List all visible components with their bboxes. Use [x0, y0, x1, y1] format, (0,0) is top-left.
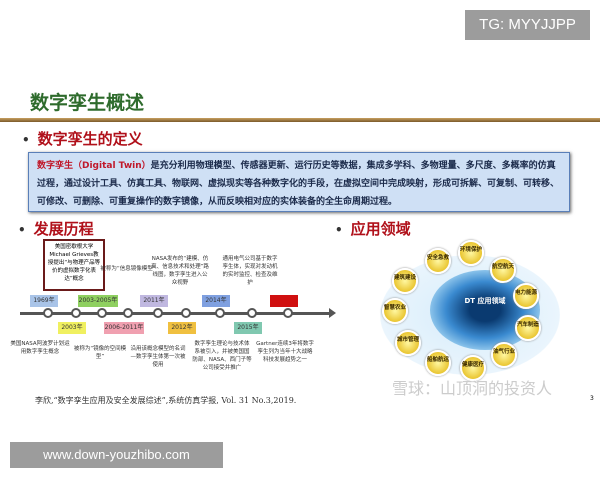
- timeline-node: [181, 308, 191, 318]
- page-number: 3: [590, 395, 594, 402]
- timeline-note: 被称为“镜像的空间模型”: [73, 346, 127, 360]
- definition-box: 数字孪生（Digital Twin）是充分利用物理模型、传感器更新、运行历史等数…: [28, 152, 570, 212]
- application-domain: 智慧农业: [382, 298, 408, 324]
- timeline-year: 2003-2005年: [78, 295, 118, 307]
- application-domain: 油气行业: [491, 342, 517, 368]
- application-domain: 城市管理: [395, 330, 421, 356]
- timeline-note: 数字孪生理论与技术体系被引入，并被美国国防部、NASA、西门子等公司接受并推广: [192, 341, 252, 371]
- timeline-note: 沿用该概念模型的名词—数字孪生体第一次被使用: [130, 346, 186, 368]
- timeline-year: 1969年: [30, 295, 58, 307]
- definition-keyword: 数字孪生（Digital Twin）: [37, 161, 151, 171]
- timeline-note: Gartner连续3年将数字孪生列为当年十大战略科技发展趋势之一: [256, 341, 314, 363]
- watermark: 雪球：山顶洞的投资人: [392, 379, 553, 398]
- tg-banner: TG: MYYJJPP: [465, 10, 590, 40]
- timeline-year: [270, 295, 298, 307]
- application-domain: 建筑建设: [392, 268, 418, 294]
- timeline-node: [43, 308, 53, 318]
- timeline-note: 通用电气公司基于数字孪生体，实现对发动机的实时监控、检查及维护: [222, 256, 278, 286]
- timeline-note: 美国NASA阿波罗计划运用数字孪生概念: [10, 341, 70, 355]
- application-domain: 安全急救: [425, 248, 451, 274]
- timeline-node: [283, 308, 293, 318]
- timeline-note: NASA发布的“建模、仿真、信息技术和处理”路线图，数字孪生进入公众视野: [151, 256, 209, 286]
- timeline-axis: [20, 308, 336, 318]
- timeline-node: [71, 308, 81, 318]
- title-divider: [0, 118, 600, 122]
- application-domain: 航空航天: [490, 257, 516, 283]
- timeline-year: 2014年: [202, 295, 230, 307]
- timeline-node: [123, 308, 133, 318]
- application-domain: 船舶航运: [425, 350, 451, 376]
- timeline-year: 2012年: [168, 322, 196, 334]
- timeline-node: [97, 308, 107, 318]
- definition-text: 是充分利用物理模型、传感器更新、运行历史等数据，集成多学科、多物理量、多尺度、多…: [37, 161, 560, 207]
- timeline-node: [153, 308, 163, 318]
- reference: 李欣,“数字孪生应用及安全发展综述”,系统仿真学报, Vol. 31 No.3,…: [35, 396, 297, 405]
- timeline-node: [215, 308, 225, 318]
- timeline-node: [247, 308, 257, 318]
- history-heading-text: 发展历程: [33, 220, 94, 238]
- history-heading: •发展历程: [18, 220, 94, 238]
- application-domain: 汽车制造: [515, 315, 541, 341]
- definition-heading-text: 数字孪生的定义: [37, 130, 143, 148]
- application-center-label: DT 应用领域: [464, 297, 506, 305]
- applications-heading-text: 应用领域: [350, 220, 411, 238]
- url-banner: www.down-youzhibo.com: [10, 442, 223, 468]
- application-domain: 环境保护: [458, 240, 484, 266]
- timeline-note: 被称为“信息镜像模型”: [100, 266, 156, 272]
- highlight-note: 美国密歇根大学Michael Grieves教授提出“与物理产品等价的虚拟数字化…: [43, 239, 105, 291]
- slide-title: 数字孪生概述: [30, 92, 145, 114]
- timeline-year: 2011年: [140, 295, 168, 307]
- definition-heading: •数字孪生的定义: [22, 130, 143, 148]
- timeline-year: 2015年: [234, 322, 262, 334]
- applications-heading: •应用领域: [335, 220, 411, 238]
- application-domain: 健康医疗: [460, 355, 486, 381]
- application-domain: 电力能源: [513, 283, 539, 309]
- timeline-year: 2006-2011年: [104, 322, 144, 334]
- timeline-year: 2003年: [58, 322, 86, 334]
